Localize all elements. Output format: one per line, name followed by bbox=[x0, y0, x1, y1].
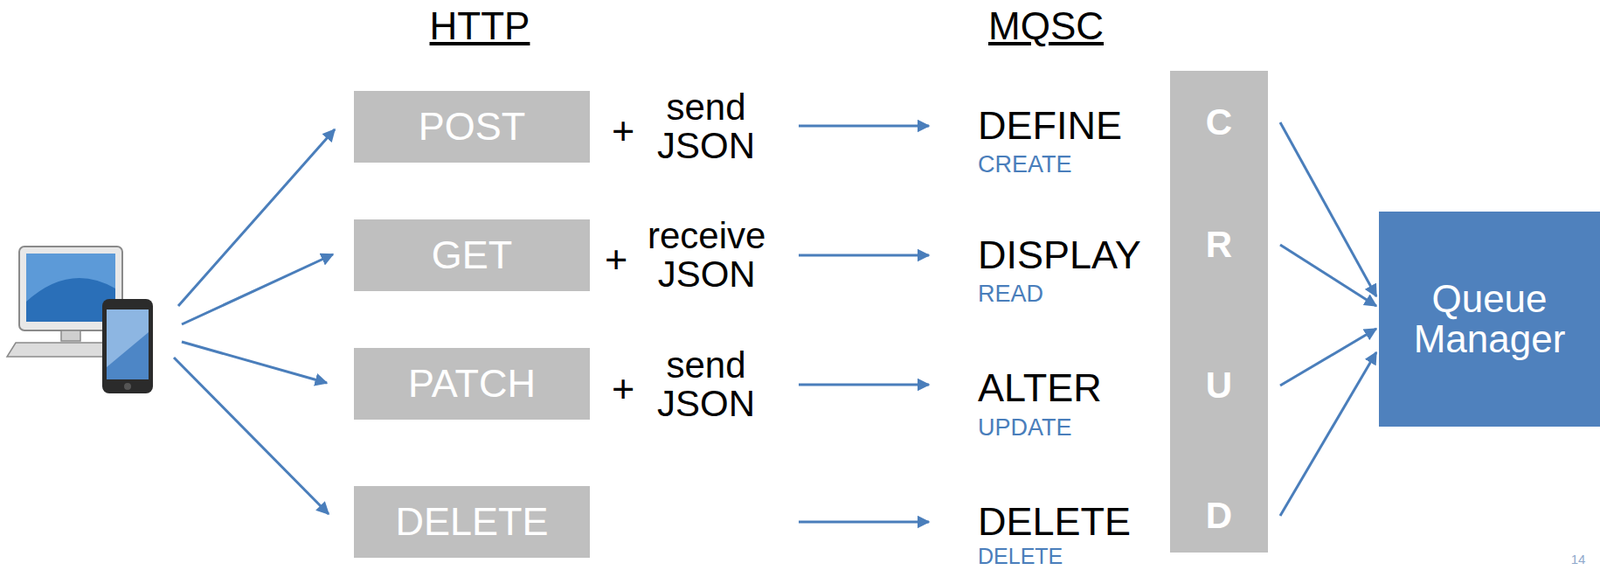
plus-sign: + bbox=[604, 238, 628, 280]
request-arrows bbox=[173, 129, 335, 514]
request-arrow bbox=[178, 129, 335, 306]
crud-arrow bbox=[1280, 352, 1377, 516]
crud-letter: C bbox=[1170, 103, 1268, 142]
http-method-box: GET bbox=[353, 219, 590, 291]
mqsc-command: ALTER bbox=[977, 367, 1102, 409]
http-method-box: POST bbox=[353, 90, 590, 163]
request-arrow bbox=[181, 254, 333, 325]
mapping-arrow bbox=[798, 124, 929, 128]
queue-manager-box: Queue Manager bbox=[1378, 211, 1600, 427]
mapping-arrows bbox=[798, 125, 929, 522]
mqsc-command: DISPLAY bbox=[977, 234, 1142, 276]
http-method-box: PATCH bbox=[353, 347, 590, 420]
request-arrow bbox=[173, 357, 329, 514]
crud-operation: UPDATE bbox=[977, 415, 1073, 440]
device-icon bbox=[6, 246, 153, 394]
method-label: DELETE bbox=[394, 500, 548, 542]
mapping-arrow bbox=[798, 254, 929, 257]
method-label: POST bbox=[418, 105, 527, 147]
crud-operation: READ bbox=[977, 281, 1044, 306]
crud-bar: C R U D bbox=[1170, 70, 1268, 553]
crud-arrow bbox=[1280, 122, 1377, 297]
method-label: GET bbox=[431, 234, 513, 276]
request-arrow bbox=[181, 341, 327, 383]
crud-letter: R bbox=[1170, 225, 1268, 264]
crud-operation: CREATE bbox=[977, 152, 1073, 177]
method-label: PATCH bbox=[408, 362, 536, 404]
crud-letter: D bbox=[1170, 496, 1268, 535]
queue-manager-label: Queue Manager bbox=[1392, 278, 1587, 360]
crud-arrow bbox=[1280, 244, 1377, 306]
mapping-arrow bbox=[798, 383, 929, 387]
plus-sign: + bbox=[611, 110, 635, 152]
json-note: send JSON bbox=[657, 346, 755, 423]
json-note: send JSON bbox=[657, 88, 755, 166]
crud-letter: U bbox=[1170, 366, 1268, 405]
mqsc-command: DEFINE bbox=[977, 104, 1123, 146]
page-number: 14 bbox=[1571, 552, 1587, 567]
http-method-box: DELETE bbox=[353, 485, 590, 558]
mapping-arrow bbox=[798, 520, 929, 524]
column-heading: MQSC bbox=[988, 6, 1104, 47]
mqsc-command: DELETE bbox=[977, 500, 1131, 542]
plus-sign: + bbox=[611, 367, 635, 409]
json-note: receive JSON bbox=[647, 216, 766, 294]
crud-operation: DELETE bbox=[977, 544, 1063, 568]
column-heading: HTTP bbox=[429, 6, 531, 47]
